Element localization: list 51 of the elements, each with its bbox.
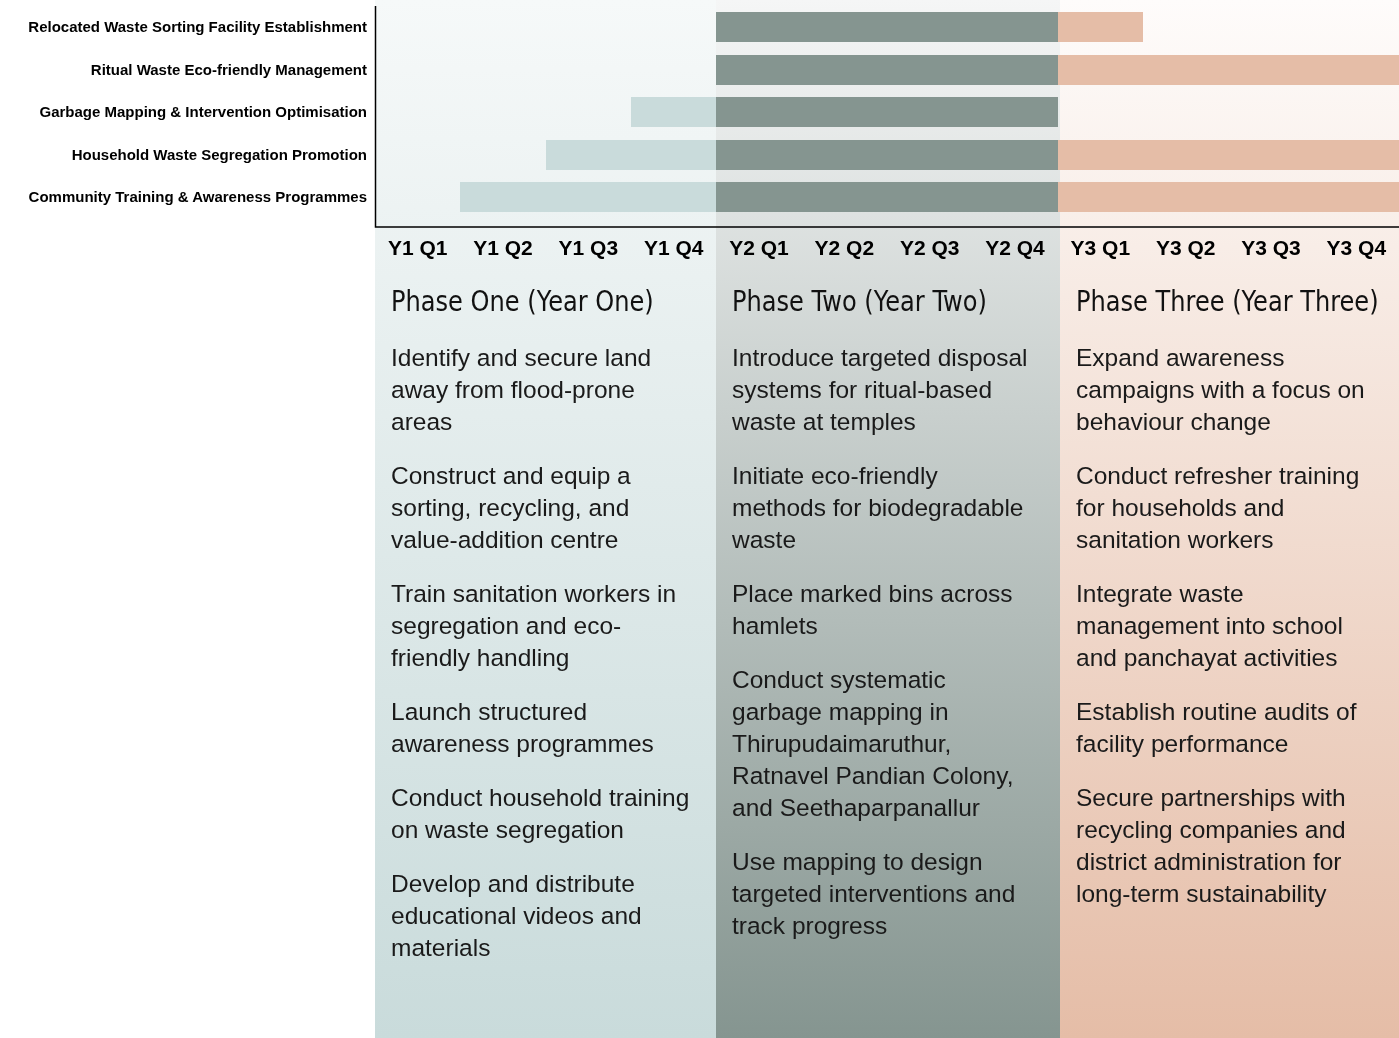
- gantt-bar: [1057, 12, 1143, 42]
- gantt-bar: [460, 182, 717, 212]
- activity-text: Place marked bins across hamlets: [732, 579, 1014, 641]
- phase-heading: Phase Two (Year Two): [732, 285, 987, 318]
- activity-text: Train sanitation workers in segregation and eco-friendly handling: [391, 579, 678, 673]
- task-label: Garbage Mapping & Intervention Optimisation: [38, 104, 367, 120]
- activity-text: Launch structured awareness programmes: [391, 697, 655, 759]
- quarter-label: Y2 Q4: [985, 236, 1045, 260]
- activity-text: Identify and secure land away from flood-prone areas: [391, 343, 653, 437]
- quarter-label: Y2 Q1: [729, 236, 789, 260]
- activity-text: Construct and equip a sorting, recycling, and value-addition centre: [391, 461, 632, 555]
- gantt-bar: [716, 54, 1058, 85]
- quarter-label: Y3 Q3: [1241, 236, 1301, 260]
- activity-text: Initiate eco-friendly methods for biodegradable waste: [732, 461, 1025, 555]
- gantt-bar: [545, 139, 717, 170]
- activity-text: Secure partnerships with recycling companies and district administration for long-term sustainability: [1076, 783, 1347, 909]
- task-label: Relocated Waste Sorting Facility Establishment: [27, 19, 367, 35]
- phase-column: [375, 0, 716, 1038]
- task-label: Community Training & Awareness Programmes: [27, 189, 367, 205]
- task-label: Household Waste Segregation Promotion: [70, 146, 367, 163]
- activity-text: Conduct systematic garbage mapping in Thirupudaimaruthur, Ratnavel Pandian Colony, and Seethaparpanallur: [732, 665, 1015, 823]
- activity-text: Establish routine audits of facility performance: [1076, 697, 1358, 759]
- phase-column: [1060, 0, 1399, 1038]
- quarter-label: Y3 Q4: [1326, 236, 1387, 260]
- quarter-label: Y2 Q3: [899, 236, 960, 260]
- task-label: Ritual Waste Eco-friendly Management: [89, 61, 367, 78]
- activity-text: Conduct refresher training for households and sanitation workers: [1076, 461, 1361, 555]
- gantt-bar: [716, 97, 1058, 127]
- phase-heading: Phase One (Year One): [391, 285, 654, 318]
- quarter-label: Y1 Q3: [558, 236, 619, 260]
- gantt-bar: [1057, 139, 1399, 170]
- quarter-label: Y3 Q1: [1070, 236, 1131, 260]
- phase-column: [716, 0, 1060, 1038]
- gantt-bar: [716, 139, 1058, 170]
- gantt-bar: [716, 12, 1058, 42]
- gantt-bar: [631, 97, 717, 127]
- quarter-label: Y1 Q2: [473, 236, 533, 260]
- gantt-bar: [716, 182, 1058, 212]
- quarter-label: Y2 Q2: [814, 236, 875, 260]
- quarter-label: Y1 Q4: [643, 236, 704, 260]
- activity-text: Conduct household training on waste segregation: [391, 783, 690, 845]
- activity-text: Use mapping to design targeted interventions and track progress: [732, 847, 1017, 941]
- quarter-label: Y3 Q2: [1155, 236, 1216, 260]
- quarter-label: Y1 Q1: [387, 236, 448, 260]
- phase-heading: Phase Three (Year Three): [1076, 285, 1379, 318]
- activity-text: Develop and distribute educational videos and materials: [391, 869, 643, 963]
- activity-text: Integrate waste management into school and panchayat activities: [1076, 579, 1344, 673]
- gantt-bar: [1057, 182, 1399, 212]
- gantt-bar: [1057, 54, 1399, 85]
- activity-text: Introduce targeted disposal systems for ritual-based waste at temples: [732, 343, 1029, 437]
- activity-text: Expand awareness campaigns with a focus on behaviour change: [1076, 343, 1366, 437]
